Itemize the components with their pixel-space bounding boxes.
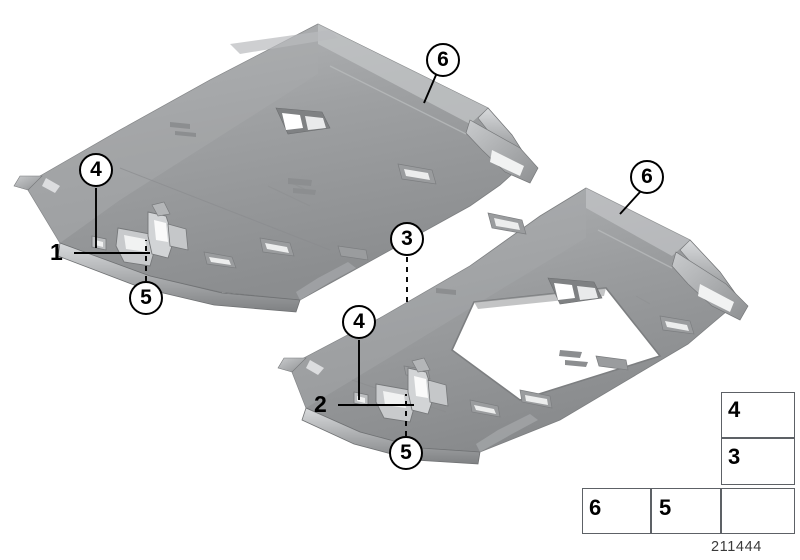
legend-box-arrow[interactable] (721, 488, 795, 534)
legend-box-6[interactable] (582, 488, 651, 534)
callout-6-lower[interactable]: 6 (630, 160, 664, 194)
leader-6b (619, 191, 641, 215)
front-edge-clip-assembly-upper (57, 201, 301, 313)
legend-box-4[interactable] (721, 392, 795, 438)
headliner-lower (277, 187, 749, 465)
grab-handle-pockets-upper (203, 163, 437, 269)
index-label-2[interactable]: 2 (314, 391, 327, 417)
callout-4-upper[interactable]: 4 (79, 153, 113, 187)
legend-label-3: 3 (728, 444, 741, 469)
callout-6-upper[interactable]: 6 (426, 43, 460, 77)
leader-6a (423, 74, 437, 104)
index-label-1[interactable]: 1 (50, 239, 63, 265)
legend-box-5[interactable] (651, 488, 721, 534)
dome-light-recess-upper (275, 107, 331, 135)
callout-3[interactable]: 3 (390, 222, 424, 256)
legend-label-6: 6 (589, 495, 602, 520)
dome-light-recess-lower (547, 277, 603, 305)
leader-lines (74, 74, 641, 436)
callout-5-upper[interactable]: 5 (129, 281, 163, 315)
callout-4-lower[interactable]: 4 (342, 305, 376, 339)
part-number: 211444 (711, 539, 762, 555)
legend-label-4: 4 (728, 397, 741, 422)
callout-5-lower[interactable]: 5 (389, 436, 423, 470)
front-edge-clip-assembly-lower (301, 357, 481, 465)
legend-label-5: 5 (659, 495, 672, 520)
legend-box-3[interactable] (721, 438, 795, 485)
